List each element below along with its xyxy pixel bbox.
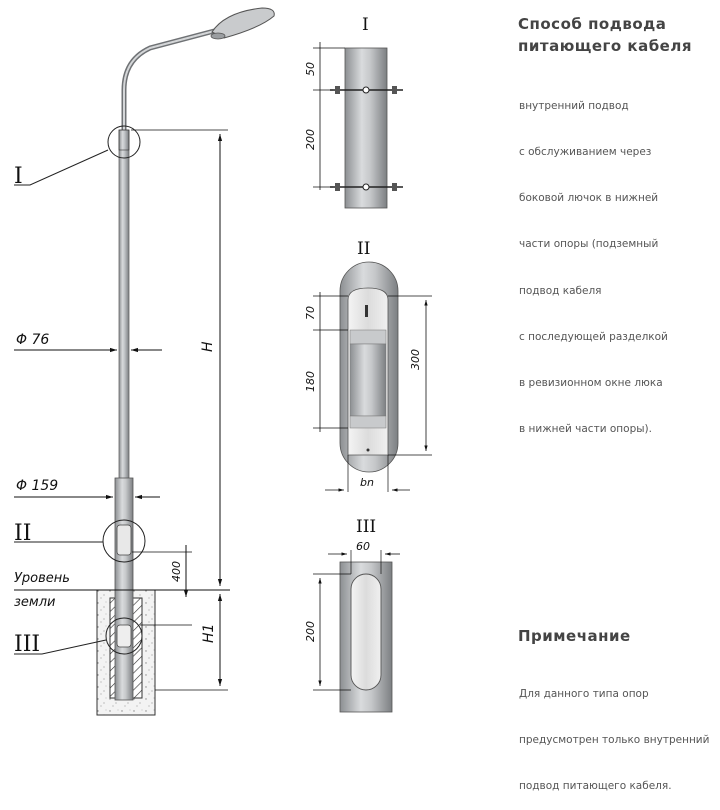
dim-400-label: 400 bbox=[170, 561, 183, 582]
description-line: с последующей разделкой bbox=[519, 330, 668, 343]
note-title: Примечание bbox=[518, 627, 631, 645]
section-title-line1: Способ подвода bbox=[518, 15, 667, 33]
section-description: внутренний подвод с обслуживанием через … bbox=[519, 68, 668, 453]
detail-III-title: III bbox=[356, 517, 376, 537]
description-line: подвод кабеля bbox=[519, 284, 602, 297]
section-title-line2: питающего кабеля bbox=[518, 37, 692, 55]
detail-II-dim-300: 300 bbox=[409, 349, 422, 370]
detail-I-dim-50: 50 bbox=[304, 62, 317, 76]
diameter-76-label: Φ 76 bbox=[16, 332, 49, 348]
height-H-label: H bbox=[200, 341, 216, 352]
description-line: боковой лючок в нижней bbox=[519, 192, 659, 205]
detail-III-dim-60: 60 bbox=[356, 540, 370, 553]
bolt-bottom bbox=[330, 183, 403, 191]
description-line: внутренний подвод bbox=[519, 99, 629, 112]
detail-II-dim-180: 180 bbox=[304, 371, 317, 392]
callout-label-II: II bbox=[14, 521, 31, 546]
detail-III: III 60 200 bbox=[304, 517, 400, 713]
detail-I: I 50 200 bbox=[304, 15, 403, 209]
description-line: в ревизионном окне люка bbox=[519, 377, 663, 390]
description-line: в нижней части опоры). bbox=[519, 423, 652, 436]
detail-I-title: I bbox=[362, 15, 369, 35]
detail-II: II 70 180 300 bn bbox=[304, 239, 432, 492]
detail-III-dim-200: 200 bbox=[304, 621, 317, 642]
technical-drawing: I II III Φ 76 Φ 159 H Уровень земли 400 … bbox=[14, 7, 432, 716]
note-line: подвод питающего кабеля. bbox=[519, 780, 672, 793]
note-line: предусмотрен только внутренний bbox=[519, 734, 710, 747]
bolt-top bbox=[330, 86, 403, 94]
note-line: Для данного типа опор bbox=[519, 687, 649, 700]
ground-level-label-2: земли bbox=[14, 595, 55, 610]
foundation-H1-label: H1 bbox=[201, 624, 217, 643]
detail-II-dim-bn: bn bbox=[360, 476, 374, 489]
lamp-pole bbox=[114, 7, 275, 701]
description-line: части опоры (подземный bbox=[519, 238, 659, 251]
callout-circle-III bbox=[105, 617, 143, 655]
lamp-head bbox=[211, 7, 275, 39]
callout-label-III: III bbox=[14, 632, 40, 657]
callout-label-I: I bbox=[14, 164, 23, 189]
ground-level-label-1: Уровень bbox=[14, 571, 70, 586]
detail-I-dim-200: 200 bbox=[304, 129, 317, 150]
callout-circle-I bbox=[107, 125, 141, 159]
diameter-159-label: Φ 159 bbox=[16, 478, 58, 494]
detail-II-title: II bbox=[357, 239, 370, 259]
detail-II-dim-70: 70 bbox=[304, 306, 317, 320]
callout-circle-II bbox=[102, 519, 146, 563]
description-line: с обслуживанием через bbox=[519, 146, 652, 159]
